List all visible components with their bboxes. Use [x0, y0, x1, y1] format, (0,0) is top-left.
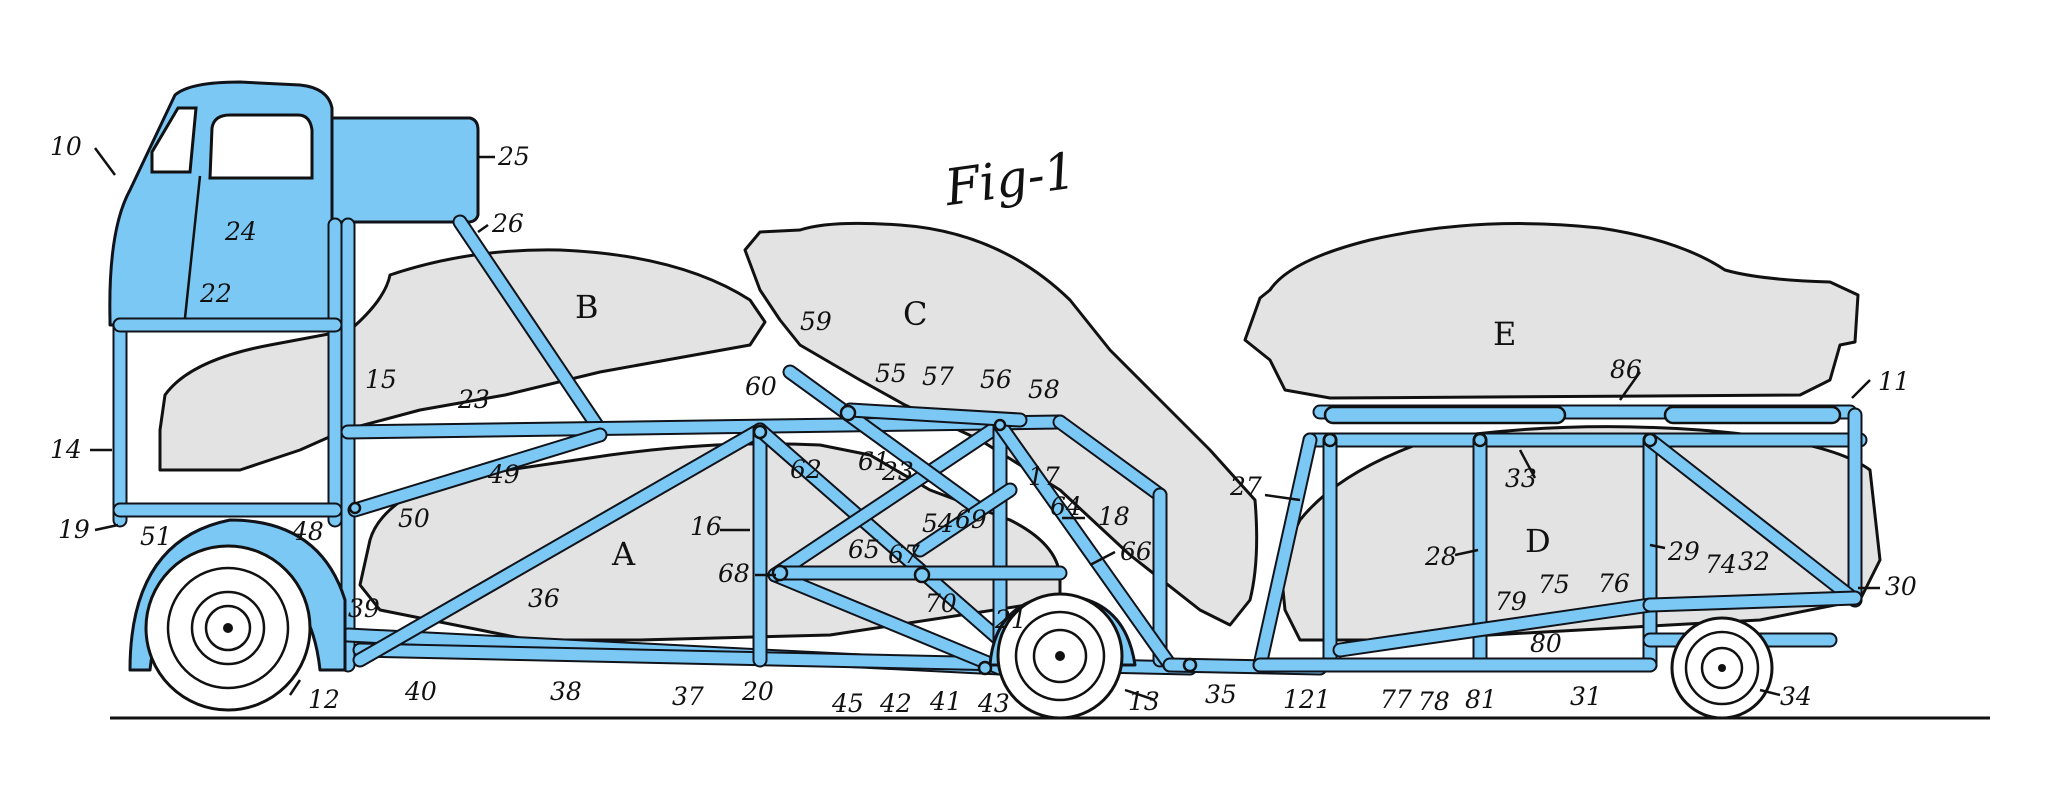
- ref-58: 58: [1028, 375, 1060, 404]
- ref-29: 29: [1667, 537, 1700, 566]
- ref-77: 77: [1380, 685, 1412, 714]
- ref-48: 48: [291, 517, 324, 546]
- ref-65: 65: [848, 535, 880, 564]
- ref-28: 28: [1424, 542, 1457, 571]
- car-e: [1243, 222, 1860, 400]
- ref-37: 37: [672, 682, 704, 711]
- ref-19: 19: [58, 515, 90, 544]
- ref-15: 15: [365, 365, 397, 394]
- ref-35: 35: [1205, 680, 1237, 709]
- ref-42: 42: [879, 689, 912, 718]
- ref-24: 24: [224, 217, 257, 246]
- ref-51: 51: [140, 522, 172, 551]
- ref-41: 41: [929, 687, 962, 716]
- cab-window-side: [208, 113, 314, 180]
- pivot-pins: [348, 404, 1658, 676]
- ref-25: 25: [497, 142, 530, 171]
- ref-66: 66: [1120, 537, 1152, 566]
- ref-59: 59: [800, 307, 832, 336]
- ref-86: 86: [1610, 355, 1642, 384]
- ref-23b: 23: [881, 457, 914, 486]
- ref-17: 17: [1028, 462, 1060, 491]
- cab-window-front: [150, 106, 198, 174]
- car-label-e: E: [1493, 315, 1516, 353]
- ref-20: 20: [741, 677, 774, 706]
- ref-36: 36: [528, 584, 560, 613]
- ref-76: 76: [1598, 569, 1630, 598]
- ref-27: 27: [1229, 472, 1262, 501]
- ref-40: 40: [404, 677, 437, 706]
- car-letters: A B C D E: [575, 288, 1551, 573]
- ref-81: 81: [1465, 685, 1497, 714]
- middle-wheel: [996, 592, 1124, 720]
- ref-30: 30: [1885, 572, 1917, 601]
- ref-49: 49: [487, 460, 520, 489]
- deck-slot-front: [1323, 405, 1567, 425]
- ref-11: 11: [1878, 367, 1910, 396]
- ref-34: 34: [1780, 682, 1812, 711]
- ref-69: 69: [955, 505, 987, 534]
- rear-wheel: [1670, 616, 1774, 720]
- ref-45: 45: [831, 689, 864, 718]
- car-b: [158, 248, 767, 472]
- ref-43: 43: [977, 689, 1010, 718]
- car-label-c: C: [903, 295, 927, 333]
- deck-slot-rear: [1663, 405, 1842, 425]
- ref-80: 80: [1530, 629, 1562, 658]
- ref-62: 62: [790, 455, 822, 484]
- ref-22: 22: [199, 279, 232, 308]
- ref-68: 68: [718, 559, 750, 588]
- reference-numerals: 10 11 12 13 14 15 16 17 18 19 20 21 22 2…: [50, 132, 1917, 718]
- ref-54: 54: [922, 509, 954, 538]
- ref-10: 10: [50, 132, 82, 161]
- ref-32: 32: [1738, 547, 1770, 576]
- leader-lines: [90, 147, 1880, 702]
- cab-door-line: [183, 175, 202, 319]
- car-label-a: A: [611, 535, 636, 573]
- ref-70: 70: [925, 589, 957, 618]
- front-wheel: [144, 544, 312, 712]
- ref-61: 61: [858, 447, 890, 476]
- ref-67: 67: [888, 540, 920, 569]
- ref-64: 64: [1050, 492, 1082, 521]
- car-label-b: B: [575, 288, 599, 326]
- ref-31: 31: [1570, 682, 1602, 711]
- ref-78: 78: [1418, 687, 1450, 716]
- ref-121: 121: [1283, 685, 1331, 714]
- ref-60: 60: [745, 372, 777, 401]
- ref-79: 79: [1495, 587, 1527, 616]
- ref-16: 16: [690, 512, 722, 541]
- ref-23a: 23: [457, 385, 490, 414]
- ref-26: 26: [491, 209, 524, 238]
- ref-33: 33: [1505, 464, 1537, 493]
- ref-38: 38: [550, 677, 582, 706]
- ref-56: 56: [980, 365, 1012, 394]
- figure-title: Fig-1: [940, 141, 1079, 217]
- ref-74: 74: [1705, 550, 1737, 579]
- ref-57: 57: [922, 362, 954, 391]
- ref-39: 39: [348, 594, 380, 623]
- cab-over-box: [330, 116, 480, 224]
- ref-14: 14: [50, 435, 82, 464]
- ref-55: 55: [875, 359, 907, 388]
- car-label-d: D: [1525, 522, 1551, 560]
- ref-21: 21: [994, 605, 1027, 634]
- ref-18: 18: [1098, 502, 1130, 531]
- ref-75: 75: [1538, 570, 1570, 599]
- ref-50: 50: [398, 504, 430, 533]
- ref-12: 12: [308, 685, 340, 714]
